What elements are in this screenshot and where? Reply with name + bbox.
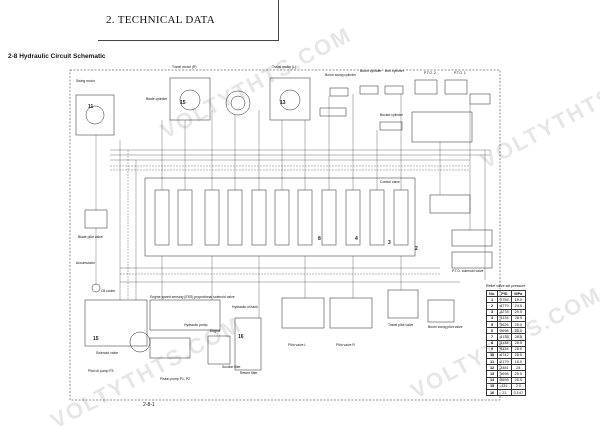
label-pilot-pump: Pilot oil pump P3 [88,369,114,373]
label-suction-filter: Suction filter [222,365,241,369]
label-engine: Engine [210,329,221,333]
label-pilot-valve-r: Pilot valve R [336,343,355,347]
table-cell: 21 [497,388,512,397]
label-boom-cylinder: Boom cylinder [360,69,382,73]
label-hydraulic-tank: Hydraulic oil tank [232,305,258,309]
svg-text:8: 8 [318,236,321,242]
page-number: 2-8-1 [143,402,155,408]
relief-table-title: Relief valve set pressure [486,284,526,288]
table-cell: 0.147 [510,388,527,397]
label-solenoid-valve: Solenoid valve [96,351,119,355]
label-pto2: P.T.O. 2 [424,71,436,75]
label-oil-cooler: Oil cooler [101,289,116,293]
svg-text:3: 3 [388,240,391,246]
label-pto1: P.T.O. 1 [454,71,466,75]
label-pilot-valve-l: Pilot valve L [288,343,307,347]
label-travel-motor-l: Travel motor (L) [272,65,296,69]
section-title: 2-8 Hydraulic Circuit Schematic [8,53,106,60]
label-pto-solenoid-valve: P.T.O. solenoid valve [452,269,484,273]
label-piston-pump: Piston pump P1, P2 [160,377,190,381]
label-control-valve: Control valve [380,180,400,184]
label-travel-pilot-valve: Travel pilot valve [388,323,414,327]
label-return-filter: Return filter [240,371,258,375]
label-swing-motor: Swing motor [76,79,95,83]
label-travel-motor-r: Travel motor (R) [172,65,197,69]
svg-text:15: 15 [180,100,186,106]
label-arm-cylinder: Arm cylinder [385,69,404,73]
header-box: 2. TECHNICAL DATA [98,0,279,41]
label-boom-swing-pilot-valve: Boom swing pilot valve [428,325,463,329]
svg-text:13: 13 [280,100,286,106]
label-dozer-cylinder: Blade cylinder [146,97,168,101]
svg-text:16: 16 [238,334,244,340]
table-cell: 16 [485,388,499,397]
label-accumulator: Accumulator [76,261,95,265]
svg-text:11: 11 [88,104,94,110]
svg-text:4: 4 [355,236,358,242]
label-bucket-cylinder: Bucket cylinder [380,113,403,117]
svg-text:15: 15 [93,336,99,342]
label-blade-pilot-valve: Blade pilot valve [78,235,103,239]
label-boom-swing-cylinder: Boom swing cylinder [325,73,357,77]
page-header-title: 2. TECHNICAL DATA [106,14,216,26]
label-hydraulic-pump: Hydraulic pump [184,323,208,327]
svg-text:2: 2 [415,246,418,252]
hydraulic-schematic: 15 13 11 8 4 15 16 3 2 [69,69,501,401]
label-engine-speed-solenoid: Engine speed sensing (ESS) proportional … [150,295,235,299]
